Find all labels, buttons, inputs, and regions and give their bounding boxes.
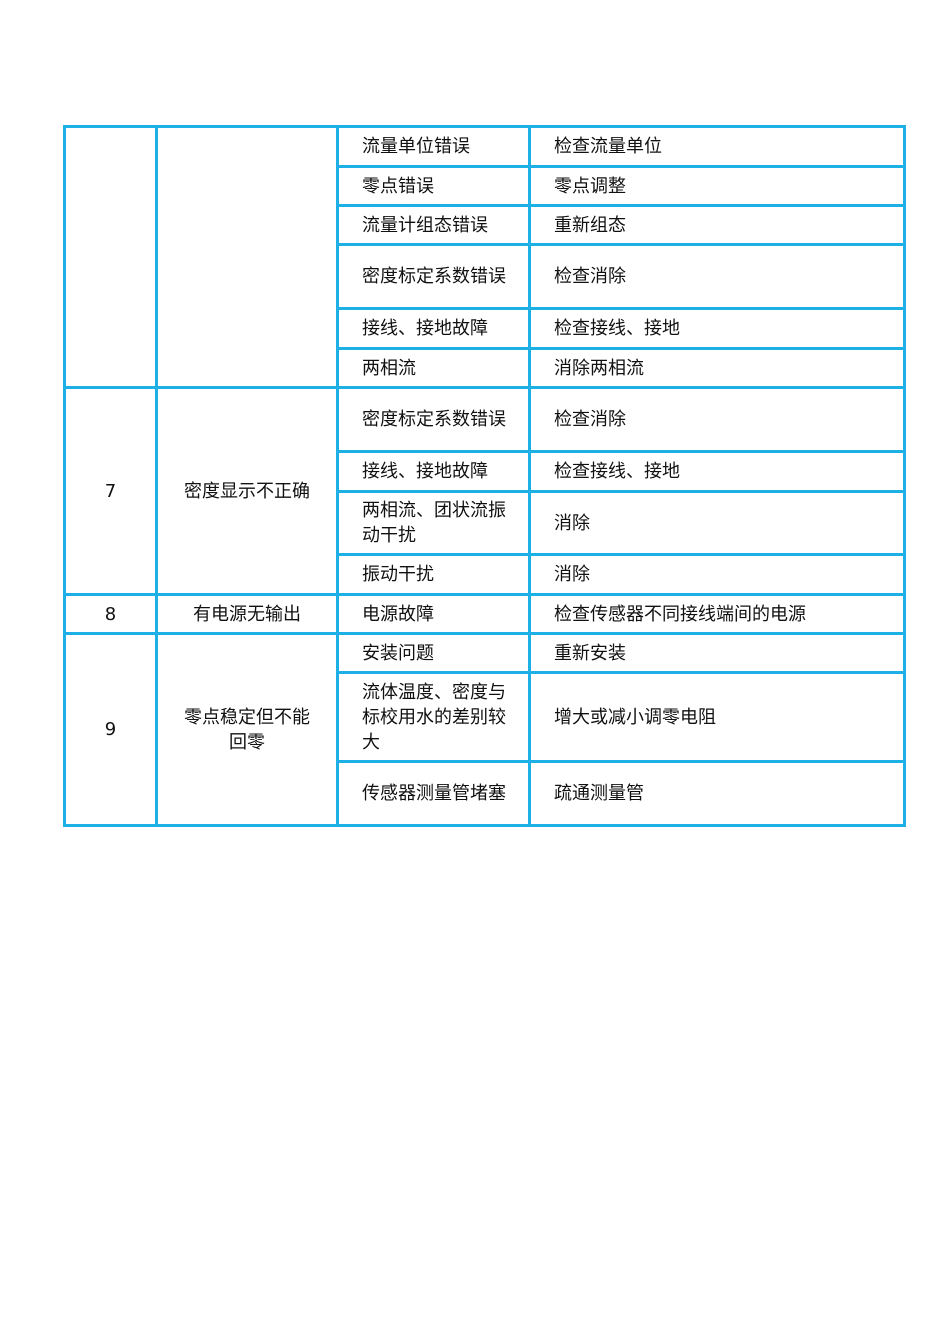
cause-cell: 安装问题 bbox=[336, 632, 531, 674]
cause-cell: 两相流、团状流振动干扰 bbox=[336, 490, 531, 556]
remedy-cell: 疏通测量管 bbox=[528, 760, 906, 827]
table-row: 流量单位错误 检查流量单位 bbox=[63, 125, 906, 389]
symptom-cell: 零点稳定但不能回零 bbox=[155, 632, 339, 827]
remedy-cell: 检查消除 bbox=[528, 386, 906, 453]
table-row: 9 零点稳定但不能回零 安装问题 重新安装 bbox=[63, 632, 906, 827]
item-number-cell bbox=[63, 125, 158, 389]
cause-cell: 流量计组态错误 bbox=[336, 204, 531, 246]
item-number-cell: 8 bbox=[63, 593, 158, 635]
remedy-cell: 重新组态 bbox=[528, 204, 906, 246]
table-row: 7 密度显示不正确 密度标定系数错误 检查消除 bbox=[63, 386, 906, 596]
remedy-cell: 消除 bbox=[528, 490, 906, 556]
table-row: 两相流、团状流振动干扰 消除 bbox=[65, 490, 906, 556]
remedy-cell: 消除 bbox=[528, 553, 906, 596]
symptom-cell: 有电源无输出 bbox=[155, 593, 339, 635]
cause-cell: 两相流 bbox=[336, 347, 531, 389]
table-row: 接线、接地故障 检查接线、接地 bbox=[65, 450, 906, 493]
cause-cell: 密度标定系数错误 bbox=[336, 386, 531, 453]
cause-cell: 电源故障 bbox=[336, 593, 531, 635]
remedy-cell: 检查消除 bbox=[528, 243, 906, 310]
table-row: 传感器测量管堵塞 疏通测量管 bbox=[65, 760, 906, 827]
item-number-cell: 9 bbox=[63, 632, 158, 827]
item-number-cell: 7 bbox=[63, 386, 158, 596]
table-row: 两相流 消除两相流 bbox=[65, 347, 906, 389]
cause-cell: 零点错误 bbox=[336, 165, 531, 207]
cause-cell: 接线、接地故障 bbox=[336, 450, 531, 493]
table-row: 零点错误 零点调整 bbox=[65, 165, 906, 207]
cause-cell: 流量单位错误 bbox=[336, 125, 531, 168]
cause-cell: 传感器测量管堵塞 bbox=[336, 760, 531, 827]
cause-cell: 流体温度、密度与标校用水的差别较大 bbox=[336, 671, 531, 763]
symptom-cell bbox=[155, 125, 339, 389]
cause-cell: 密度标定系数错误 bbox=[336, 243, 531, 310]
cause-cell: 接线、接地故障 bbox=[336, 307, 531, 350]
table-row: 密度标定系数错误 检查消除 bbox=[65, 243, 906, 310]
remedy-cell: 消除两相流 bbox=[528, 347, 906, 389]
remedy-cell: 零点调整 bbox=[528, 165, 906, 207]
remedy-cell: 重新安装 bbox=[528, 632, 906, 674]
symptom-cell: 密度显示不正确 bbox=[155, 386, 339, 596]
table-row: 8 有电源无输出 电源故障 检查传感器不同接线端间的电源 bbox=[63, 593, 906, 635]
remedy-cell: 增大或减小调零电阻 bbox=[528, 671, 906, 763]
fault-troubleshooting-table: 流量单位错误 检查流量单位 零点错误 零点调整 流量计组态错误 重新组态 密度标… bbox=[63, 125, 906, 827]
table-row: 流体温度、密度与标校用水的差别较大 增大或减小调零电阻 bbox=[65, 671, 906, 763]
remedy-cell: 检查接线、接地 bbox=[528, 450, 906, 493]
table-row: 振动干扰 消除 bbox=[65, 553, 906, 596]
table-row: 流量计组态错误 重新组态 bbox=[65, 204, 906, 246]
remedy-cell: 检查接线、接地 bbox=[528, 307, 906, 350]
remedy-cell: 检查流量单位 bbox=[528, 125, 906, 168]
remedy-cell: 检查传感器不同接线端间的电源 bbox=[528, 593, 906, 635]
cause-cell: 振动干扰 bbox=[336, 553, 531, 596]
table-row: 接线、接地故障 检查接线、接地 bbox=[65, 307, 906, 350]
